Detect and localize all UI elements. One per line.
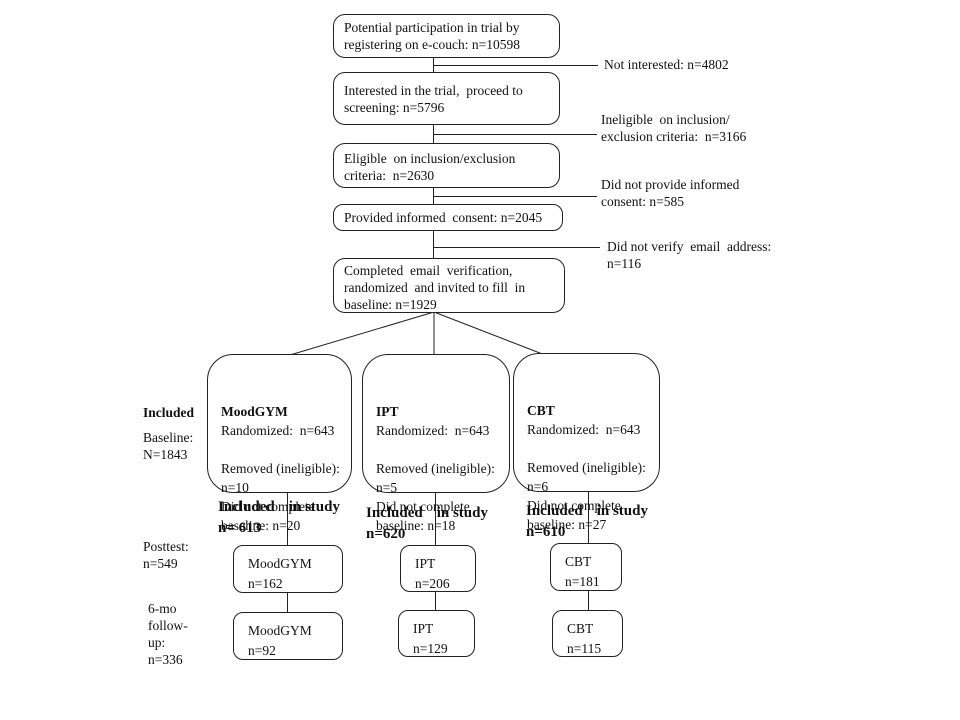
included-label-ipt: Included in study n=620 xyxy=(366,503,488,545)
connector-line xyxy=(588,492,589,544)
included-label-part2: in study xyxy=(596,503,648,519)
arm-box-ipt: IPT Randomized: n=643 Removed (ineligible… xyxy=(362,354,510,533)
posttest-box-cbt: CBT n=181 xyxy=(550,543,622,591)
arm-title-moodgym: MoodGYM xyxy=(221,404,288,419)
exclusion-no-email-verify: Did not verify email address: n=116 xyxy=(607,239,772,271)
arm-box-cbt: CBT Randomized: n=643 Removed (ineligible… xyxy=(513,353,660,532)
box-eligible: Eligible on inclusion/exclusion criteria… xyxy=(333,143,560,188)
included-label-count: n= 613 xyxy=(218,520,262,536)
arm-details-ipt: Randomized: n=643 Removed (ineligible): … xyxy=(376,423,495,533)
connector-line xyxy=(433,134,597,135)
included-label-moodgym: Included in study n= 613 xyxy=(218,497,340,539)
arm-title-ipt: IPT xyxy=(376,404,399,419)
connector-line xyxy=(433,65,598,66)
label-posttest-n: Posttest: n=549 xyxy=(143,539,189,571)
label-baseline-n: Baseline: N=1843 xyxy=(143,430,194,462)
arm-details-moodgym: Randomized: n=643 Removed (ineligible): … xyxy=(221,423,340,533)
connector-line xyxy=(287,492,288,546)
included-label-part1: Included xyxy=(366,505,423,521)
arm-box-moodgym: MoodGYM Randomized: n=643 Removed (inelig… xyxy=(207,354,352,533)
connector-line xyxy=(433,196,597,197)
included-label-part2: in study xyxy=(288,499,340,515)
posttest-box-ipt: IPT n=206 xyxy=(400,545,476,592)
followup-box-ipt: IPT n=129 xyxy=(398,610,475,657)
included-label-part2: in study xyxy=(436,505,488,521)
exclusion-not-interested: Not interested: n=4802 xyxy=(604,57,729,72)
box-interested: Interested in the trial, proceed to scre… xyxy=(333,72,560,125)
box-verified: Completed email verification, randomized… xyxy=(333,258,565,313)
posttest-box-moodgym: MoodGYM n=162 xyxy=(233,545,343,593)
followup-box-cbt: CBT n=115 xyxy=(552,610,623,657)
connector-line xyxy=(588,590,589,611)
box-consented: Provided informed consent: n=2045 xyxy=(333,204,563,231)
exclusion-no-consent: Did not provide informed consent: n=585 xyxy=(601,177,740,209)
connector-line xyxy=(435,591,436,611)
label-included: Included xyxy=(143,405,195,420)
included-label-part1: Included xyxy=(218,499,275,515)
arm-details-cbt: Randomized: n=643 Removed (ineligible): … xyxy=(527,422,646,532)
included-label-cbt: Included in study n=610 xyxy=(526,501,648,543)
exclusion-ineligible: Ineligible on inclusion/ exclusion crite… xyxy=(601,112,747,144)
connector-line xyxy=(433,247,600,248)
connector-line xyxy=(435,492,436,546)
included-label-count: n=620 xyxy=(366,526,406,542)
included-label-part1: Included xyxy=(526,503,583,519)
connector-line xyxy=(287,592,288,613)
arm-title-cbt: CBT xyxy=(527,403,555,418)
included-label-count: n=610 xyxy=(526,524,566,540)
label-followup-n: 6-mo follow- up: n=336 xyxy=(148,601,188,667)
connector-line xyxy=(433,229,434,259)
box-registered: Potential participation in trial by regi… xyxy=(333,14,560,58)
followup-box-moodgym: MoodGYM n=92 xyxy=(233,612,343,660)
